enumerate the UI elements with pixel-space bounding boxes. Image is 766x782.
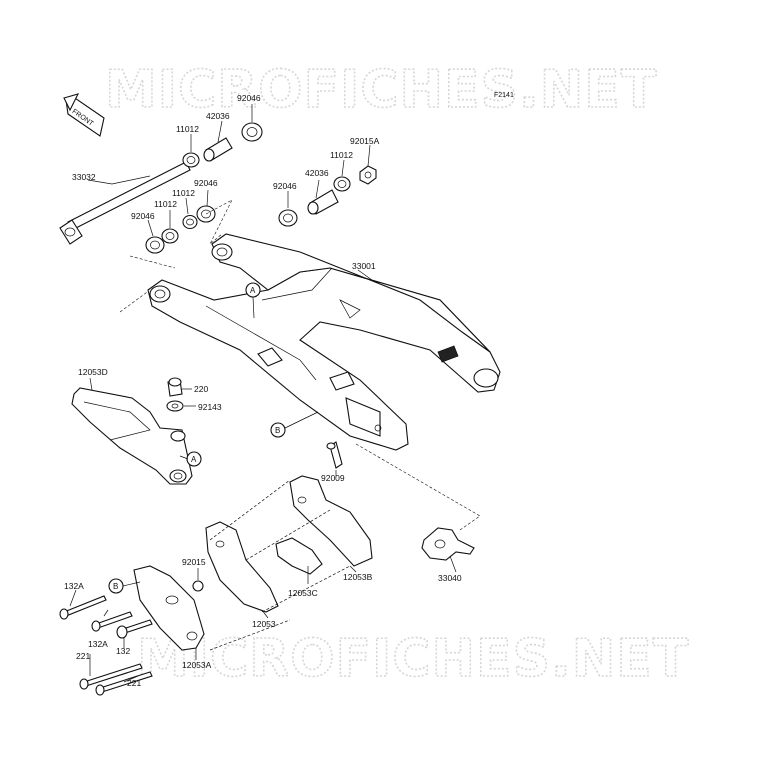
- svg-text:B: B: [275, 426, 280, 435]
- label-132: 132: [116, 646, 130, 656]
- label-42036-right: 42036: [305, 168, 329, 178]
- label-92046-mid: 92046: [194, 178, 218, 188]
- label-132a-top: 132A: [64, 581, 84, 591]
- label-12053d: 12053D: [78, 367, 108, 377]
- label-92143: 92143: [198, 402, 222, 412]
- label-11012-mid: 11012: [172, 188, 195, 198]
- callout-b-upper: B: [270, 411, 319, 438]
- label-11012-top: 11012: [176, 124, 199, 134]
- label-33032: 33032: [72, 172, 96, 182]
- svg-text:A: A: [191, 455, 197, 464]
- label-92046-top: 92046: [237, 93, 261, 103]
- leader-lines: [69, 104, 457, 683]
- watermark-bottom: MICROFICHES.NET: [137, 629, 689, 689]
- callout-a-upper: A: [245, 282, 261, 319]
- bolt-220: [167, 377, 183, 397]
- left-bushings: [145, 205, 216, 254]
- figure-code: F2141: [494, 92, 514, 99]
- washer-92143: [166, 400, 184, 412]
- label-92046-right: 92046: [273, 181, 297, 191]
- callout-b-lower: B: [108, 578, 141, 594]
- callout-a-lower: A: [179, 451, 202, 467]
- label-12053a: 12053A: [182, 660, 212, 670]
- svg-text:B: B: [113, 582, 118, 591]
- label-221-left: 221: [76, 651, 90, 661]
- label-92015: 92015: [182, 557, 206, 567]
- top-bushings: [182, 122, 263, 168]
- swingarm: [147, 233, 501, 451]
- label-11012-right: 11012: [330, 150, 353, 160]
- chain-guide-assembly: [133, 475, 373, 651]
- front-arrow-icon: FRONT: [63, 93, 105, 137]
- bolts-132-221: [59, 595, 153, 696]
- label-12053c: 12053C: [288, 588, 318, 598]
- guard-plate: [421, 527, 475, 561]
- label-221-right: 221: [127, 678, 141, 688]
- label-33040: 33040: [438, 573, 462, 583]
- label-132a-mid: 132A: [88, 639, 108, 649]
- label-11012-low: 11012: [154, 199, 177, 209]
- label-220: 220: [194, 384, 208, 394]
- label-12053: 12053: [252, 619, 276, 629]
- bolt-92009: [326, 441, 343, 469]
- pivot-shaft: [59, 161, 191, 245]
- svg-text:A: A: [250, 286, 256, 295]
- label-42036-top: 42036: [206, 111, 230, 121]
- right-bushings: [278, 165, 377, 227]
- label-33001: 33001: [352, 261, 376, 271]
- chain-slider: [71, 387, 193, 485]
- label-12053b: 12053B: [343, 572, 373, 582]
- label-92046-low: 92046: [131, 211, 155, 221]
- label-92009: 92009: [321, 473, 345, 483]
- label-92015a: 92015A: [350, 136, 380, 146]
- watermark-top: MICROFICHES.NET: [105, 60, 657, 120]
